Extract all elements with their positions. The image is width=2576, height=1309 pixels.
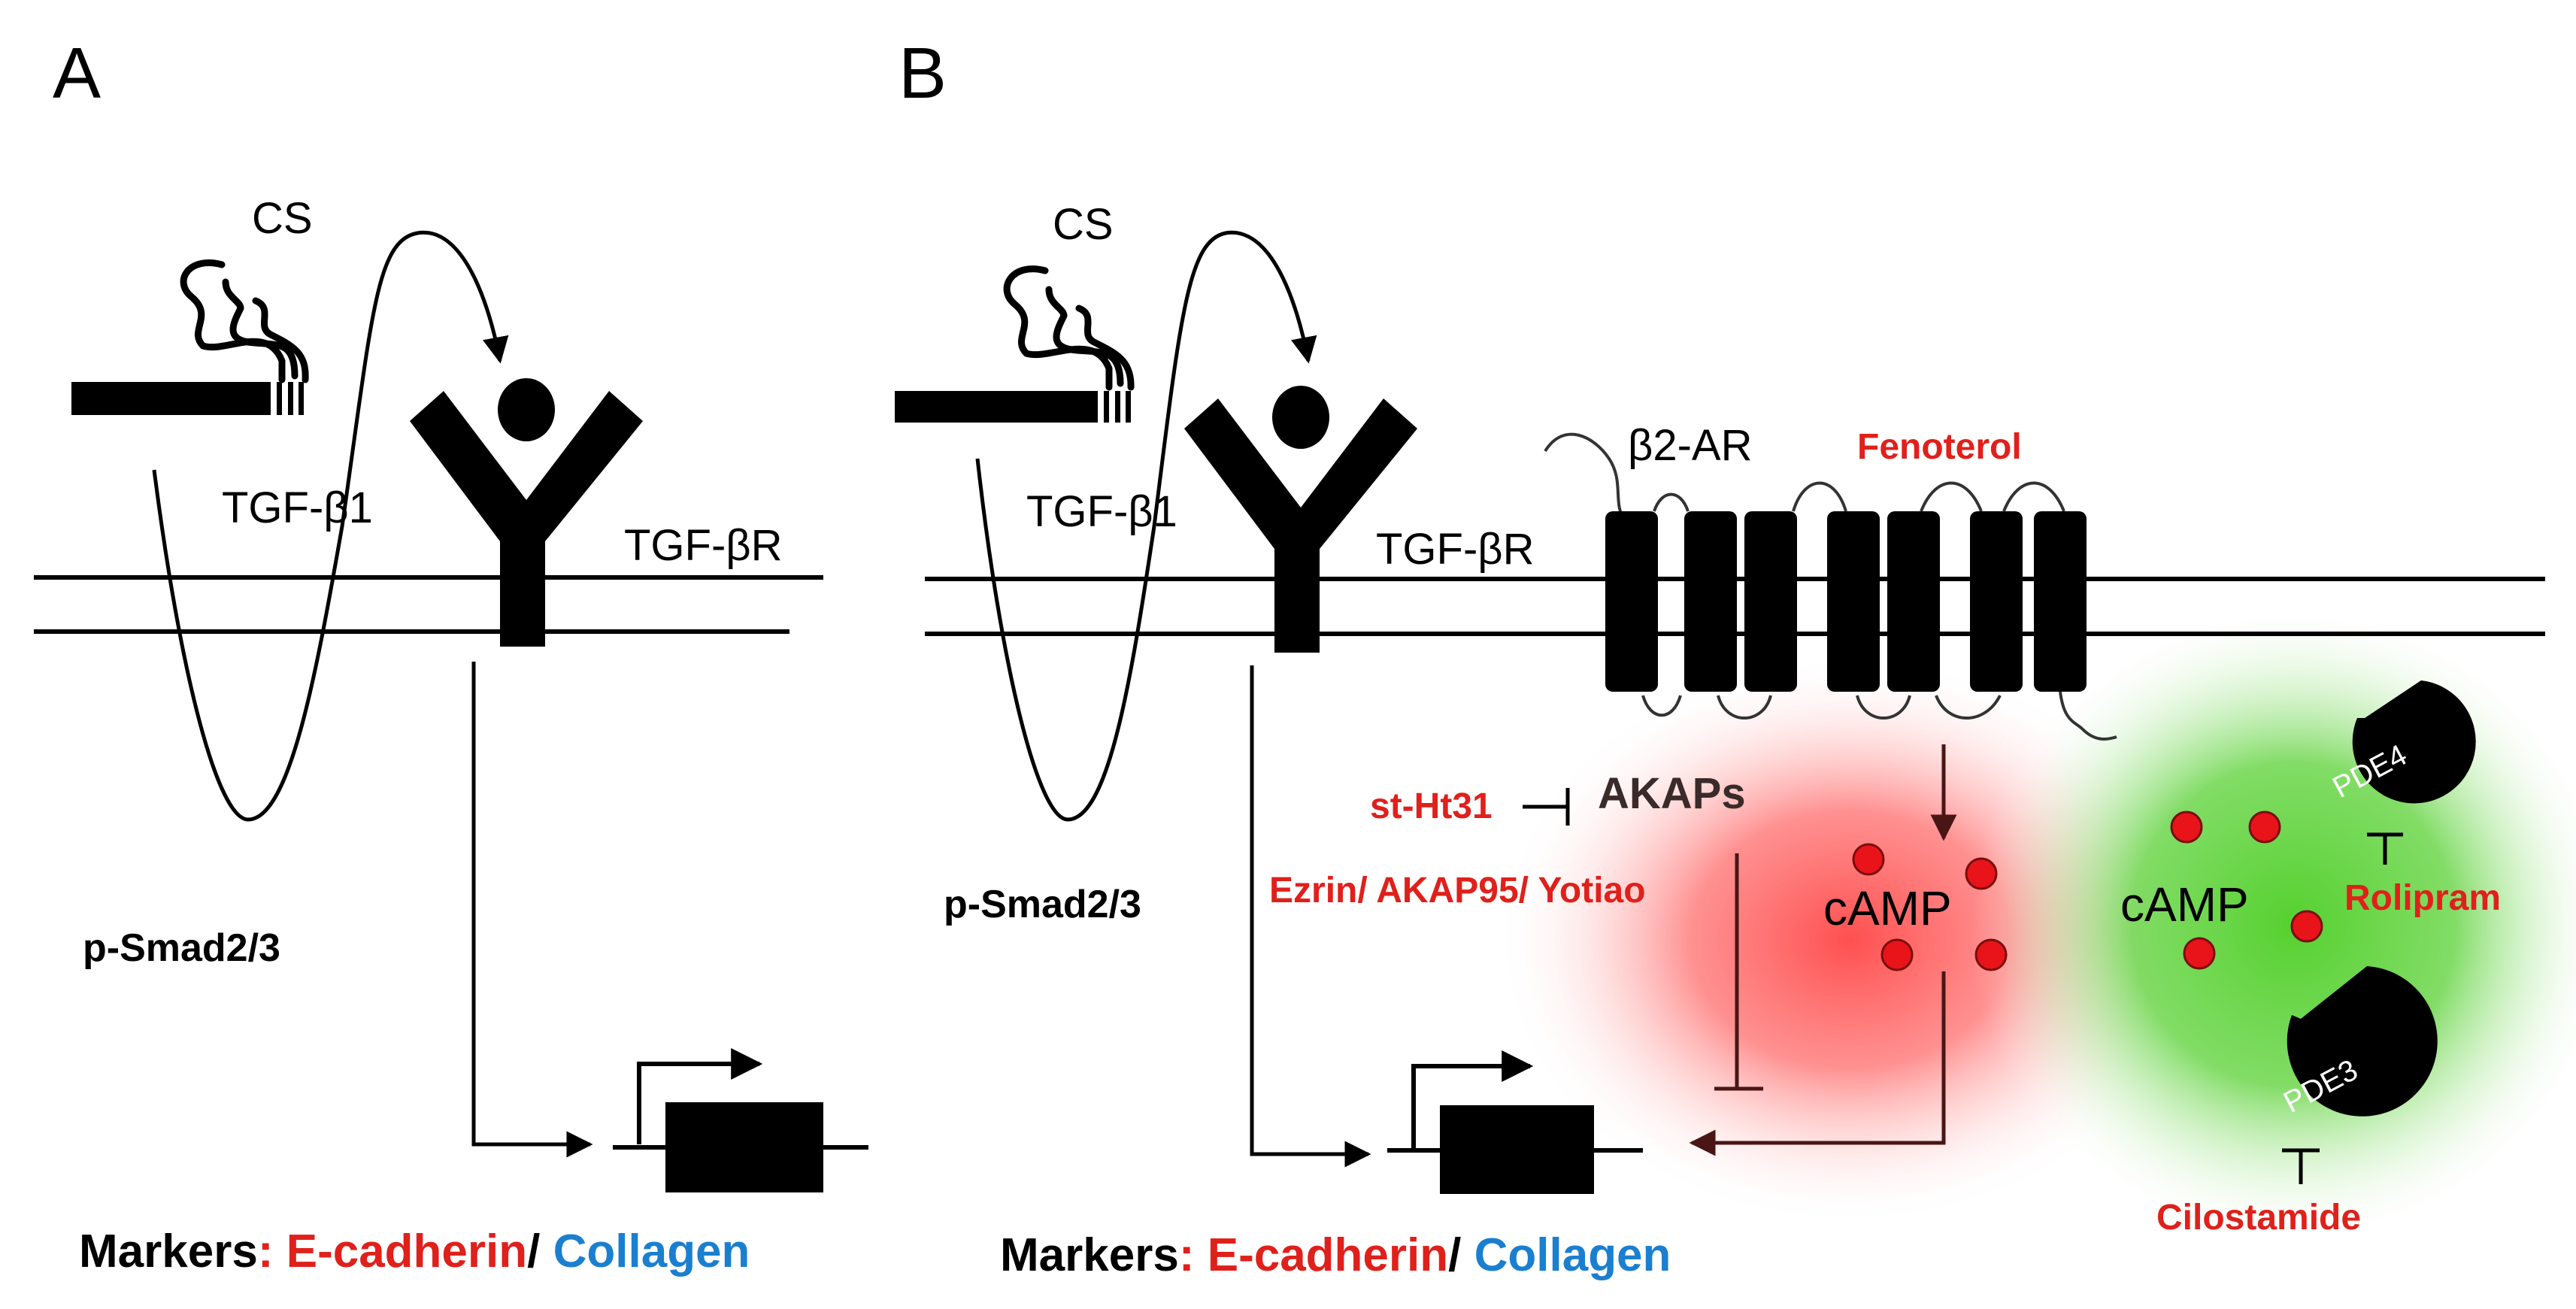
tgf-receptor-label: TGF-βR <box>1376 525 1535 574</box>
tgf-beta1-label: TGF-β1 <box>222 483 373 532</box>
st-ht31-label: st-Ht31 <box>1370 786 1493 826</box>
gene-icon <box>1387 1050 1643 1194</box>
smoke-icon <box>1003 265 1135 391</box>
markers-line: Markers: E-cadherin/ Collagen <box>79 1226 750 1277</box>
pde4-icon <box>2352 680 2476 804</box>
tgf-ligand-icon <box>498 378 555 441</box>
panel-b-label: B <box>899 33 947 114</box>
smad-signal-arrow <box>1250 665 1371 1168</box>
tgf-receptor-label: TGF-βR <box>624 521 783 570</box>
fenoterol-label: Fenoterol <box>1857 427 2022 467</box>
rolipram-label: Rolipram <box>2344 878 2501 918</box>
akaps-label: AKAPs <box>1598 769 1746 818</box>
beta2-ar-receptor-icon <box>1544 432 2117 741</box>
tgf-secretion-arrow <box>975 230 1317 822</box>
cigarette-icon <box>71 382 304 415</box>
tgf-receptor-icon <box>1184 386 1417 653</box>
cs-label: CS <box>1053 200 1114 249</box>
camp-gene-arrow <box>1689 971 1946 1156</box>
panel-a-label: A <box>53 33 101 114</box>
camp-green-label: cAMP <box>2120 877 2249 932</box>
st-ht31-inhibition-icon <box>1523 788 1570 826</box>
markers-line: Markers: E-cadherin/ Collagen <box>1000 1229 1671 1281</box>
tgf-ligand-icon <box>1272 386 1329 449</box>
cilostamide-label: Cilostamide <box>2156 1198 2361 1238</box>
ezrin-akap-label: Ezrin/ AKAP95/ Yotiao <box>1269 871 1646 911</box>
smad-signal-arrow <box>471 662 593 1158</box>
camp-red-dots <box>1852 843 2008 971</box>
tgf-receptor-icon <box>410 378 643 647</box>
akap-inhibition-icon <box>1714 853 1763 1091</box>
tgf-secretion-arrow <box>152 230 509 822</box>
rolipram-inhibition-icon <box>2367 832 2403 865</box>
tgf-beta1-label: TGF-β1 <box>1026 487 1177 536</box>
pde3-icon <box>2287 966 2438 1117</box>
cigarette-icon <box>895 391 1131 423</box>
smad-label: p-Smad2/3 <box>944 883 1141 926</box>
gene-icon <box>613 1048 868 1192</box>
smoke-icon <box>180 259 309 383</box>
cs-label: CS <box>252 194 313 243</box>
smad-label: p-Smad2/3 <box>83 926 280 970</box>
camp-green-dots <box>2170 811 2323 970</box>
panel-b: B CS TGF-β1 TGF-βR <box>895 33 2576 1281</box>
camp-red-label: cAMP <box>1823 881 1952 935</box>
cilostamide-inhibition-icon <box>2282 1148 2320 1184</box>
panel-a: A CS TGF-β1 TGF-βR <box>34 33 868 1277</box>
beta2-ar-label: β2-AR <box>1628 421 1753 470</box>
